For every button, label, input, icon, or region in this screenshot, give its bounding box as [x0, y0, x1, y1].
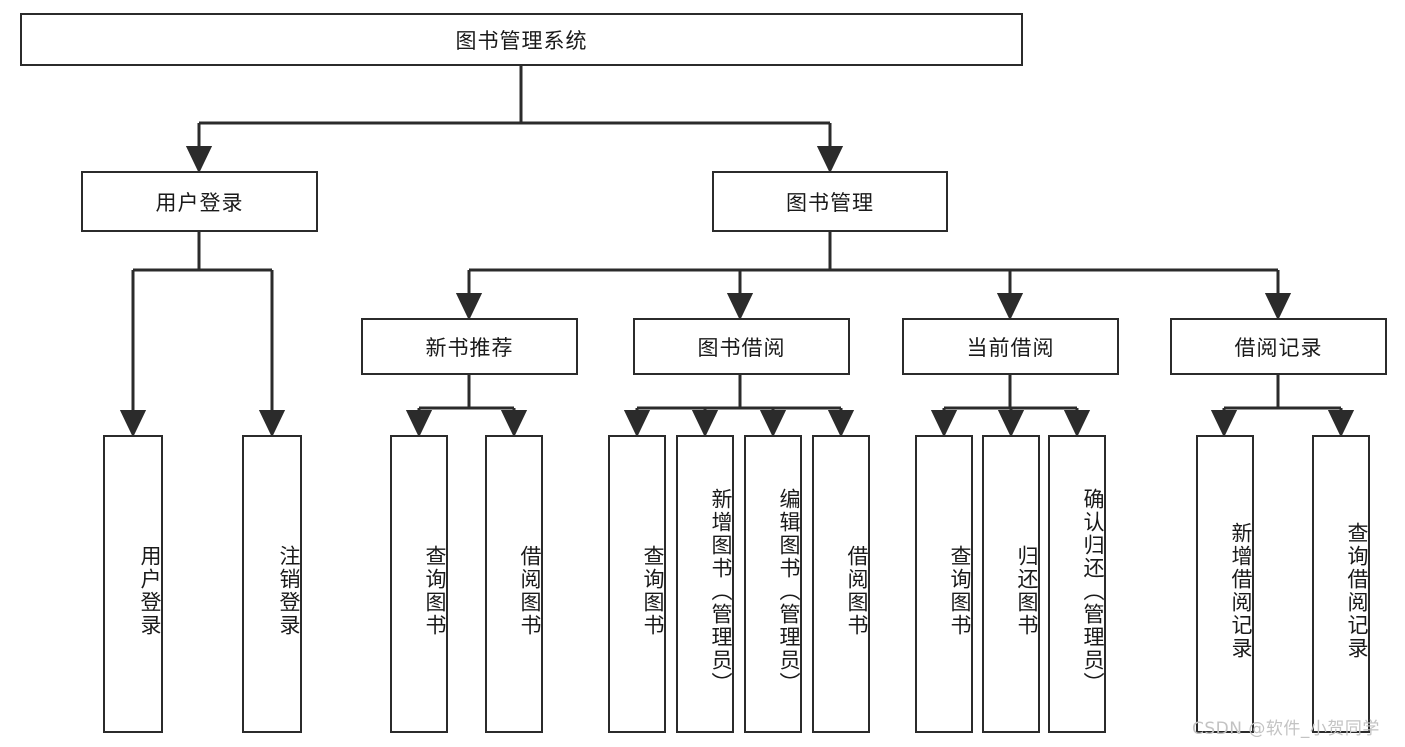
- leaf-user-login[interactable]: 用户登录: [103, 435, 163, 733]
- node-label: 图书借阅: [697, 335, 786, 360]
- leaf-borrow-books-borrowing[interactable]: 借阅图书: [812, 435, 870, 733]
- node-label: 图书管理系统: [455, 28, 588, 53]
- node-root-book-management-system[interactable]: 图书管理系统: [20, 13, 1023, 66]
- node-label: 借阅图书: [845, 545, 869, 637]
- csdn-watermark: CSDN @软件_小贺同学: [1192, 719, 1380, 739]
- node-label: 查询借阅记录: [1345, 522, 1369, 660]
- node-label: 新书推荐: [425, 335, 514, 360]
- node-label: 用户登录: [155, 190, 244, 215]
- leaf-borrow-books-recommendation[interactable]: 借阅图书: [485, 435, 543, 733]
- leaf-edit-book-admin[interactable]: 编辑图书（管理员）: [744, 435, 802, 733]
- node-label: 借阅记录: [1234, 335, 1323, 360]
- node-label: 新增借阅记录: [1229, 522, 1253, 660]
- leaf-return-books[interactable]: 归还图书: [982, 435, 1040, 733]
- node-label: 注销登录: [277, 545, 301, 637]
- node-label: 查询图书: [948, 545, 972, 637]
- node-current-borrowing[interactable]: 当前借阅: [902, 318, 1119, 375]
- node-borrowing-records[interactable]: 借阅记录: [1170, 318, 1387, 375]
- leaf-add-book-admin[interactable]: 新增图书（管理员）: [676, 435, 734, 733]
- node-label: 用户登录: [138, 545, 162, 637]
- leaf-logout[interactable]: 注销登录: [242, 435, 302, 733]
- node-user-login[interactable]: 用户登录: [81, 171, 318, 232]
- node-label: 借阅图书: [518, 545, 542, 637]
- node-label: 当前借阅: [966, 335, 1055, 360]
- leaf-query-borrowing-record[interactable]: 查询借阅记录: [1312, 435, 1370, 733]
- node-label: 图书管理: [786, 190, 874, 215]
- node-label: 查询图书: [423, 545, 447, 637]
- leaf-query-books-recommendation[interactable]: 查询图书: [390, 435, 448, 733]
- node-book-borrowing[interactable]: 图书借阅: [633, 318, 850, 375]
- node-new-book-recommendation[interactable]: 新书推荐: [361, 318, 578, 375]
- node-book-management[interactable]: 图书管理: [712, 171, 948, 232]
- leaf-confirm-return-admin[interactable]: 确认归还（管理员）: [1048, 435, 1106, 733]
- node-label: 新增图书（管理员）: [709, 487, 733, 695]
- leaf-query-books-current[interactable]: 查询图书: [915, 435, 973, 733]
- node-label: 编辑图书（管理员）: [777, 487, 801, 695]
- leaf-query-books-borrowing[interactable]: 查询图书: [608, 435, 666, 733]
- leaf-add-borrowing-record[interactable]: 新增借阅记录: [1196, 435, 1254, 733]
- node-label: 查询图书: [641, 545, 665, 637]
- node-label: 归还图书: [1015, 545, 1039, 637]
- node-label: 确认归还（管理员）: [1081, 487, 1105, 695]
